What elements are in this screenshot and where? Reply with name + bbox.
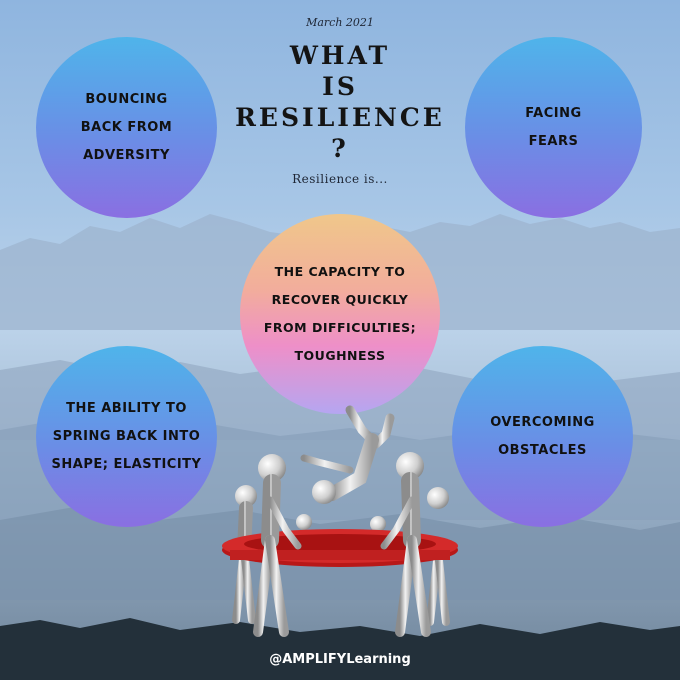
trampoline-figures-illustration xyxy=(222,405,458,637)
date-label: March 2021 xyxy=(306,16,374,29)
definition-circle-facing-fears: FACING FEARS xyxy=(465,37,642,218)
social-handle: @AMPLIFYLearning xyxy=(269,652,411,667)
definition-circle-capacity: THE CAPACITY TO RECOVER QUICKLY FROM DIF… xyxy=(240,214,440,414)
definition-text: BOUNCING BACK FROM ADVERSITY xyxy=(80,91,173,163)
foreground-hill xyxy=(0,618,680,680)
definition-circle-bouncing-back: BOUNCING BACK FROM ADVERSITY xyxy=(36,37,217,218)
front-figures xyxy=(253,452,431,637)
trampoline xyxy=(222,529,458,567)
subtitle: Resilience is... xyxy=(292,172,388,186)
definition-text: THE ABILITY TO SPRING BACK INTO SHAPE; E… xyxy=(51,400,202,472)
definition-text: THE CAPACITY TO RECOVER QUICKLY FROM DIF… xyxy=(263,264,417,363)
jumping-figure xyxy=(300,405,395,504)
definition-text: FACING FEARS xyxy=(525,105,582,149)
definition-circle-overcoming: OVERCOMING OBSTACLES xyxy=(452,346,633,527)
page-title: WHAT IS RESILIENCE ? xyxy=(235,41,445,163)
definition-text: OVERCOMING OBSTACLES xyxy=(490,414,595,458)
definition-circle-ability: THE ABILITY TO SPRING BACK INTO SHAPE; E… xyxy=(36,346,217,527)
